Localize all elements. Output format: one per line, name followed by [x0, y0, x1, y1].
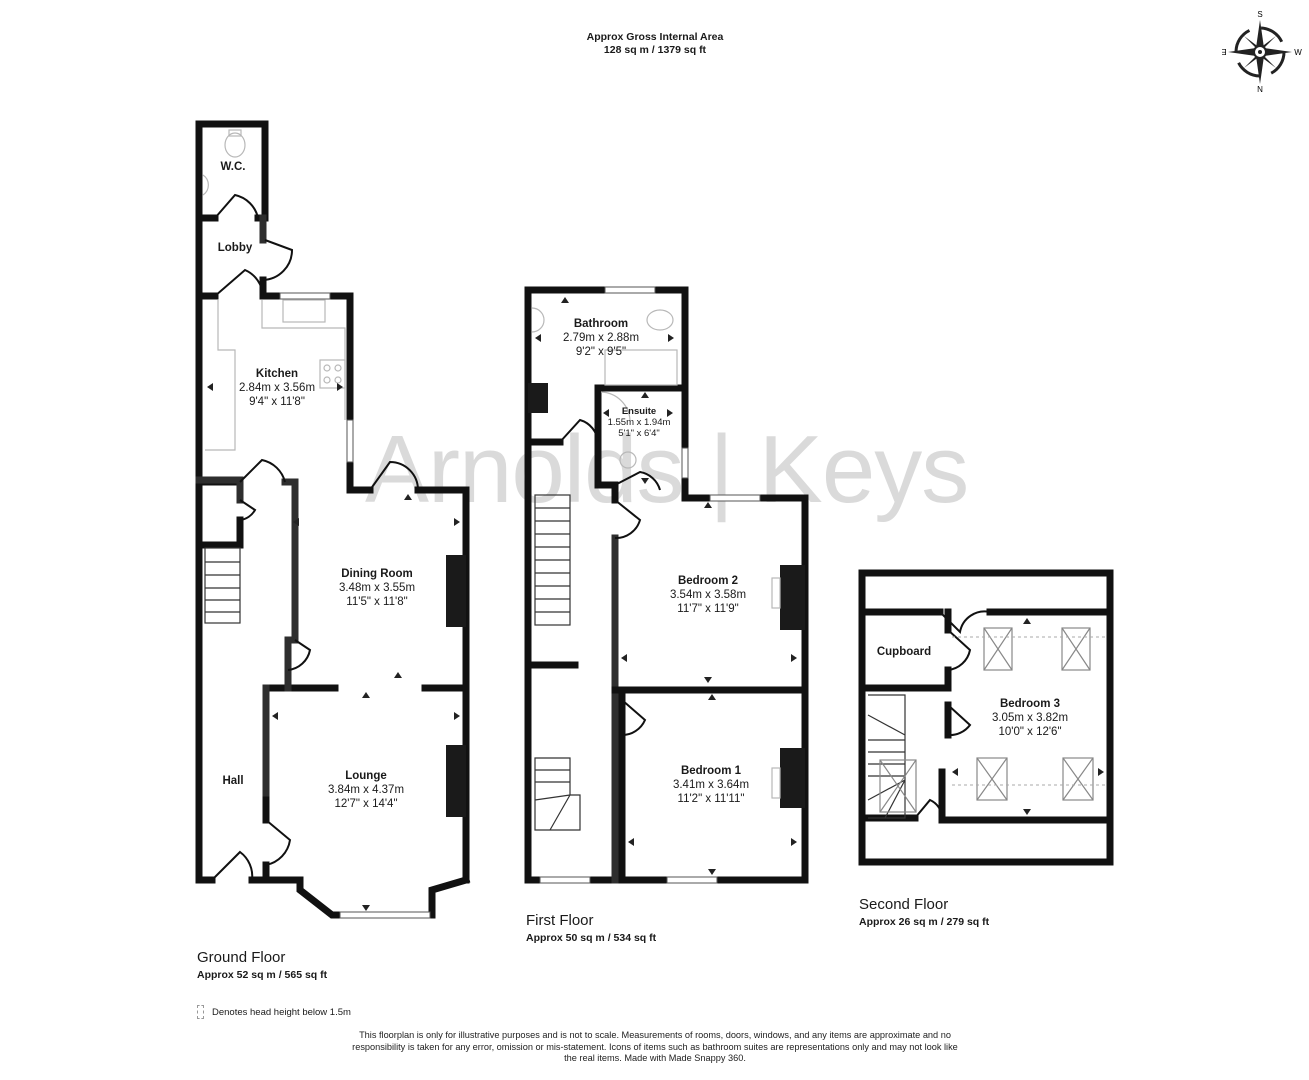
room-bedroom3-imperial: 10'0" x 12'6" [998, 726, 1062, 738]
ground-floor-caption: Ground Floor Approx 52 sq m / 565 sq ft [197, 949, 327, 981]
basin-ensuite [619, 451, 637, 469]
stairs-second [867, 694, 906, 819]
ground-floor-area: Approx 52 sq m / 565 sq ft [197, 969, 328, 981]
room-lounge: Lounge 3.84m x 4.37m 12'7" x 14'4" [328, 769, 404, 811]
room-kitchen-metric: 2.84m x 3.56m [238, 382, 316, 394]
chimney-bedroom2 [780, 565, 805, 630]
window-lounge-bay [339, 911, 431, 919]
legend-text: Denotes head height below 1.5m [212, 1006, 351, 1018]
basin-wc [202, 174, 209, 196]
room-bedroom2-name: Bedroom 2 [677, 575, 739, 587]
gross-area-title: Approx Gross Internal Area [586, 31, 724, 43]
room-kitchen: Kitchen 2.84m x 3.56m 9'4" x 11'8" [239, 367, 315, 409]
head-height-legend: Denotes head height below 1.5m [197, 1005, 351, 1019]
room-bathroom-metric: 2.79m x 2.88m [562, 332, 640, 344]
second-floor-area: Approx 26 sq m / 279 sq ft [859, 916, 990, 928]
room-bedroom1: Bedroom 1 3.41m x 3.64m 11'2" x 11'11" [673, 764, 749, 806]
room-ensuite-metric: 1.55m x 1.94m [607, 417, 671, 428]
window-kitchen-side [346, 419, 354, 463]
room-lobby: Lobby [218, 241, 253, 255]
second-floor-title: Second Floor [859, 896, 949, 913]
room-lounge-metric: 3.84m x 4.37m [327, 784, 405, 796]
gross-area-header: Approx Gross Internal Area 128 sq m / 13… [530, 31, 780, 57]
kitchen-worktop [205, 300, 236, 451]
window-bedroom1 [666, 876, 718, 884]
window-bedroom2 [709, 494, 761, 502]
first-floor-caption: First Floor Approx 50 sq m / 534 sq ft [526, 912, 656, 944]
room-hall-name: Hall [222, 775, 244, 787]
room-dining-imperial: 11'5" x 11'8" [346, 596, 408, 608]
room-bedroom2-imperial: 11'7" x 11'9" [677, 603, 739, 615]
room-ensuite-name: Ensuite [621, 406, 657, 417]
fireplace-bedroom1 [771, 767, 781, 799]
window-landing [539, 876, 591, 884]
room-ensuite: Ensuite 1.55m x 1.94m 5'1" x 6'4" [608, 406, 671, 439]
first-floor-title: First Floor [526, 912, 594, 929]
room-dining: Dining Room 3.48m x 3.55m 11'5" x 11'8" [339, 567, 415, 609]
room-cupboard: Cupboard [877, 645, 931, 659]
room-cupboard-name: Cupboard [876, 646, 932, 658]
room-bedroom3-name: Bedroom 3 [999, 698, 1061, 710]
room-lobby-name: Lobby [217, 242, 253, 254]
hob [319, 359, 346, 389]
toilet-bathroom [646, 309, 674, 331]
room-dining-metric: 3.48m x 3.55m [338, 582, 416, 594]
bath [604, 349, 678, 386]
window-bathroom [604, 286, 656, 294]
room-bedroom3-metric: 3.05m x 3.82m [991, 712, 1069, 724]
toilet-wc [224, 132, 246, 158]
room-bedroom3: Bedroom 3 3.05m x 3.82m 10'0" x 12'6" [992, 697, 1068, 739]
room-kitchen-imperial: 9'4" x 11'8" [249, 396, 305, 408]
room-bedroom1-metric: 3.41m x 3.64m [672, 779, 750, 791]
basin-bathroom [531, 307, 545, 333]
wall-wc [195, 120, 269, 222]
shower-ensuite [600, 391, 631, 421]
room-bathroom: Bathroom 2.79m x 2.88m 9'2" x 9'5" [563, 317, 639, 359]
chimney-dining [446, 555, 466, 627]
compass-rose-icon: S N E W [1221, 6, 1302, 94]
room-wc-name: W.C. [220, 161, 246, 173]
room-dining-name: Dining Room [341, 568, 413, 580]
room-ensuite-imperial: 5'1" x 6'4" [618, 428, 660, 439]
room-bedroom1-name: Bedroom 1 [680, 765, 742, 777]
window-kitchen [279, 292, 331, 300]
chimney-bath [528, 383, 548, 413]
dashed-box-icon [197, 1005, 204, 1019]
chimney-bedroom1 [780, 748, 805, 808]
room-kitchen-name: Kitchen [255, 368, 299, 380]
room-lounge-imperial: 12'7" x 14'4" [334, 798, 398, 810]
gross-area-value: 128 sq m / 1379 sq ft [603, 44, 707, 56]
compass-w: W [1294, 48, 1302, 57]
room-hall: Hall [222, 774, 243, 788]
compass-n: N [1257, 85, 1263, 94]
room-wc: W.C. [221, 160, 246, 174]
room-bedroom2: Bedroom 2 3.54m x 3.58m 11'7" x 11'9" [670, 574, 746, 616]
window-ensuite [681, 447, 689, 479]
fireplace-bedroom2 [771, 577, 781, 609]
room-lounge-name: Lounge [345, 770, 387, 782]
first-floor-area: Approx 50 sq m / 534 sq ft [526, 932, 657, 944]
room-bathroom-imperial: 9'2" x 9'5" [575, 346, 627, 358]
room-bathroom-name: Bathroom [573, 318, 629, 330]
kitchen-sink [282, 299, 326, 323]
chimney-lounge [446, 745, 466, 817]
room-bedroom2-metric: 3.54m x 3.58m [669, 589, 747, 601]
stairs-ground [204, 547, 241, 624]
stairs-first-winder [534, 757, 581, 831]
second-floor-caption: Second Floor Approx 26 sq m / 279 sq ft [859, 896, 989, 928]
room-bedroom1-imperial: 11'2" x 11'11" [677, 793, 745, 805]
ground-floor-title: Ground Floor [197, 949, 286, 966]
compass-e: E [1222, 47, 1227, 56]
disclaimer: This floorplan is only for illustrative … [352, 1030, 958, 1063]
compass-s: S [1257, 10, 1262, 19]
